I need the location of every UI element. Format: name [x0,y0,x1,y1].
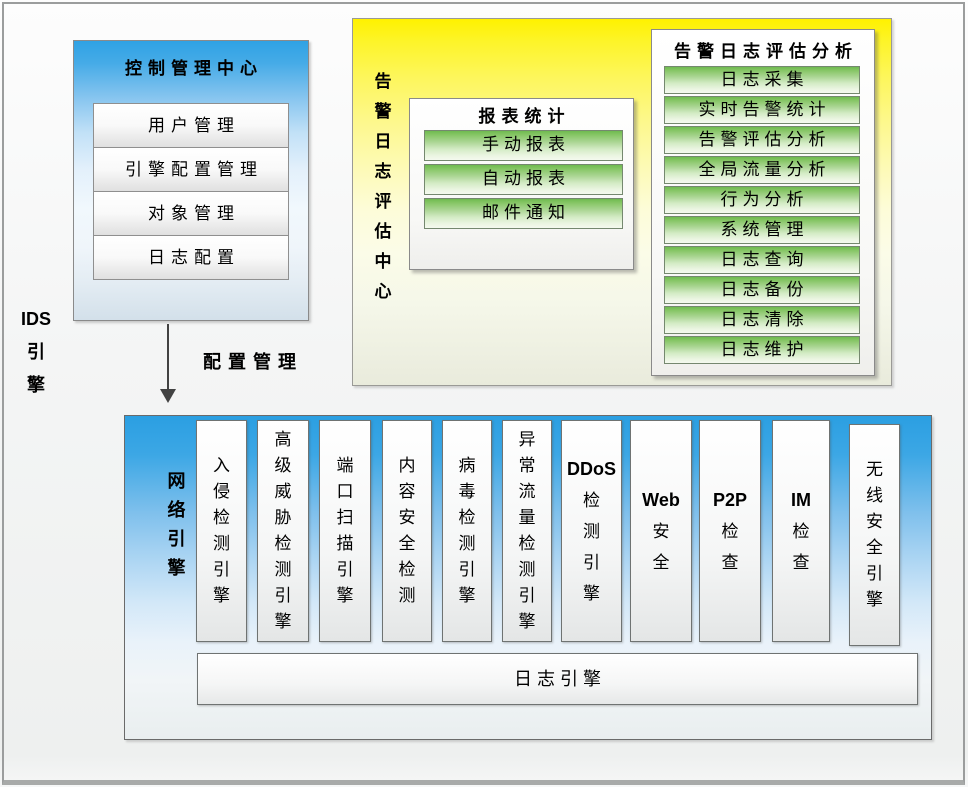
engine-content-security: 内容安全检测 [382,420,432,642]
engine-wireless-security: 无线安全引擎 [849,424,900,646]
engine-intrusion-detection: 入侵检测引擎 [196,420,247,642]
report-item-mail: 邮件通知 [424,198,623,229]
network-engine-title: 网络引擎 [167,471,186,578]
analysis-item-behavior: 行为分析 [664,186,860,214]
analysis-item-log-clear: 日志清除 [664,306,860,334]
analysis-item-log-maintain: 日志维护 [664,336,860,364]
analysis-item-realtime-stats: 实时告警统计 [664,96,860,124]
alert-log-center-box: 告警日志评估中心 报表统计 手动报表 自动报表 邮件通知 告警日志评估分析 日志… [352,18,892,386]
analysis-item-system-mgmt: 系统管理 [664,216,860,244]
alert-center-title: 告警日志评估中心 [374,72,392,301]
config-arrow-line [167,324,169,390]
engine-abnormal-traffic: 异常流量检测引擎 [502,420,552,642]
engine-advanced-threat: 高级威胁检测引擎 [257,420,309,642]
control-center-box: 控制管理中心 用户管理 引擎配置管理 对象管理 日志配置 [73,40,309,321]
engine-port-scan: 端口扫描引擎 [319,420,371,642]
alert-analysis-items: 日志采集 实时告警统计 告警评估分析 全局流量分析 行为分析 系统管理 日志查询… [664,66,860,366]
control-center-items: 用户管理 引擎配置管理 对象管理 日志配置 [93,103,289,280]
analysis-item-log-backup: 日志备份 [664,276,860,304]
alert-analysis-title: 告警日志评估分析 [674,42,858,61]
analysis-item-log-query: 日志查询 [664,246,860,274]
report-statistics-title: 报表统计 [478,107,571,126]
report-item-manual: 手动报表 [424,130,623,161]
control-item-engine-config: 引擎配置管理 [93,147,289,192]
report-item-auto: 自动报表 [424,164,623,195]
analysis-item-log-collect: 日志采集 [664,66,860,94]
control-item-log-config: 日志配置 [93,235,289,280]
network-engine-box: 网络引擎 入侵检测引擎 高级威胁检测引擎 端口扫描引擎 内容安全检测 病毒检测引… [124,415,932,740]
report-statistics-box: 报表统计 手动报表 自动报表 邮件通知 [409,98,634,270]
alert-analysis-box: 告警日志评估分析 日志采集 实时告警统计 告警评估分析 全局流量分析 行为分析 … [651,29,875,376]
analysis-item-global-traffic: 全局流量分析 [664,156,860,184]
report-items: 手动报表 自动报表 邮件通知 [424,130,623,232]
config-management-label: 配置管理 [203,352,303,372]
control-center-title: 控制管理中心 [125,59,263,78]
log-engine-bar: 日志引擎 [197,653,918,705]
analysis-item-alert-eval: 告警评估分析 [664,126,860,154]
engine-virus-detection: 病毒检测引擎 [442,420,492,642]
config-arrow-head-icon [160,389,176,403]
